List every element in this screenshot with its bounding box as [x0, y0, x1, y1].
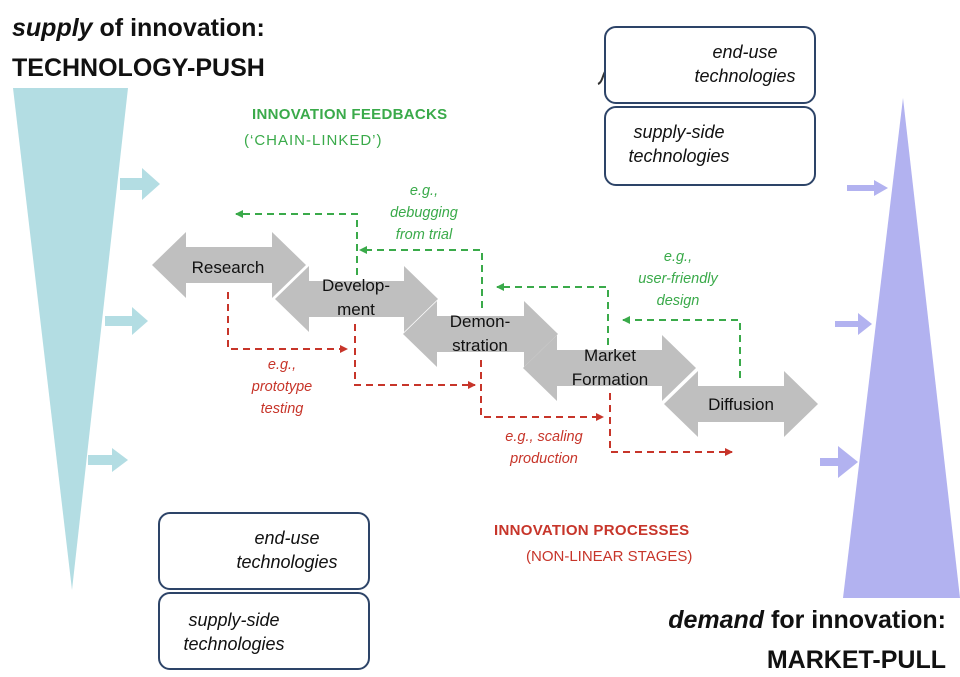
- process-arrows: [227, 292, 733, 456]
- box-line: technologies: [694, 66, 796, 86]
- stage-label-diffusion: Diffusion: [696, 393, 786, 417]
- feedbacks-title: INNOVATION FEEDBACKS: [252, 106, 448, 123]
- stage-label-line: Market: [584, 346, 636, 365]
- box-line: technologies: [628, 146, 730, 166]
- box-line: technologies: [236, 552, 338, 572]
- push-arrows: [88, 168, 160, 472]
- pull-title-rest: for innovation:: [764, 606, 946, 634]
- top-end-use-label: end-use technologies: [678, 40, 812, 88]
- pull-title-line2: MARKET-PULL: [766, 646, 946, 674]
- note-line: e.g.,: [267, 357, 297, 373]
- stage-label-development: Develop- ment: [306, 274, 406, 322]
- stage-arrow-diffusion: [664, 371, 818, 437]
- processes-title: INNOVATION PROCESSES: [494, 522, 690, 539]
- feedback-note-debugging: e.g., debugging from trial: [372, 180, 476, 246]
- box-line: technologies: [183, 634, 285, 654]
- box-line: supply-side: [633, 122, 725, 142]
- bottom-supply-side-label: supply-side technologies: [166, 608, 302, 656]
- stage-label-demonstration: Demon- stration: [432, 310, 528, 358]
- stage-label-research: Research: [184, 256, 272, 280]
- pull-title-italic: demand: [668, 606, 765, 634]
- bottom-end-use-box: [158, 512, 370, 590]
- feedback-arrows: [235, 210, 741, 378]
- stage-label-market-formation: Market Formation: [556, 344, 664, 392]
- top-end-use-box: [604, 26, 816, 104]
- stage-arrow-market-formation: [523, 335, 696, 401]
- note-line: prototype: [251, 379, 313, 395]
- stage-arrows: [152, 232, 818, 437]
- push-title-rest: of innovation:: [92, 14, 265, 42]
- note-line: e.g.,: [663, 249, 693, 265]
- stage-label-line: ment: [337, 300, 375, 319]
- stage-arrow-development: [275, 266, 438, 332]
- feedback-note-user-friendly: e.g., user-friendly design: [616, 246, 740, 312]
- note-line: debugging: [390, 205, 458, 221]
- stage-arrow-research: [152, 232, 306, 298]
- pull-arrows: [820, 180, 888, 478]
- note-line: e.g., scaling: [505, 429, 583, 445]
- processes-subtitle: (NON-LINEAR STAGES): [526, 548, 693, 565]
- process-note-scaling: e.g., scaling production: [480, 426, 608, 470]
- box-line: end-use: [712, 42, 778, 62]
- stage-label-line: Demon-: [449, 312, 511, 331]
- top-supply-side-box: [604, 106, 816, 186]
- feedbacks-subtitle: (‘CHAIN-LINKED’): [244, 132, 383, 149]
- note-line: e.g.,: [409, 183, 439, 199]
- process-note-prototype: e.g., prototype testing: [226, 354, 338, 420]
- stage-label-line: stration: [452, 336, 508, 355]
- box-line: end-use: [254, 528, 320, 548]
- market-pull-wedge: [843, 98, 960, 598]
- stage-arrow-demonstration: [403, 301, 558, 367]
- bottom-end-use-label: end-use technologies: [212, 526, 362, 574]
- push-title-italic: supply: [12, 14, 93, 42]
- note-line: design: [656, 293, 700, 309]
- stage-label-line: Diffusion: [708, 395, 774, 414]
- note-line: testing: [260, 401, 304, 417]
- stage-label-line: Research: [191, 258, 265, 277]
- technology-push-wedge: [13, 88, 128, 590]
- stage-label-line: Develop-: [321, 276, 391, 295]
- stage-label-line: Formation: [571, 370, 649, 389]
- top-supply-side-label: supply-side technologies: [612, 120, 746, 168]
- box-line: supply-side: [188, 610, 280, 630]
- push-title-line2: TECHNOLOGY-PUSH: [12, 54, 265, 82]
- bottom-supply-side-box: [158, 592, 370, 670]
- push-title: supply of innovation:: [12, 14, 265, 43]
- note-line: user-friendly: [638, 271, 718, 287]
- note-line: production: [510, 451, 578, 467]
- note-line: from trial: [395, 227, 453, 243]
- pull-title: demand for innovation:: [668, 606, 946, 635]
